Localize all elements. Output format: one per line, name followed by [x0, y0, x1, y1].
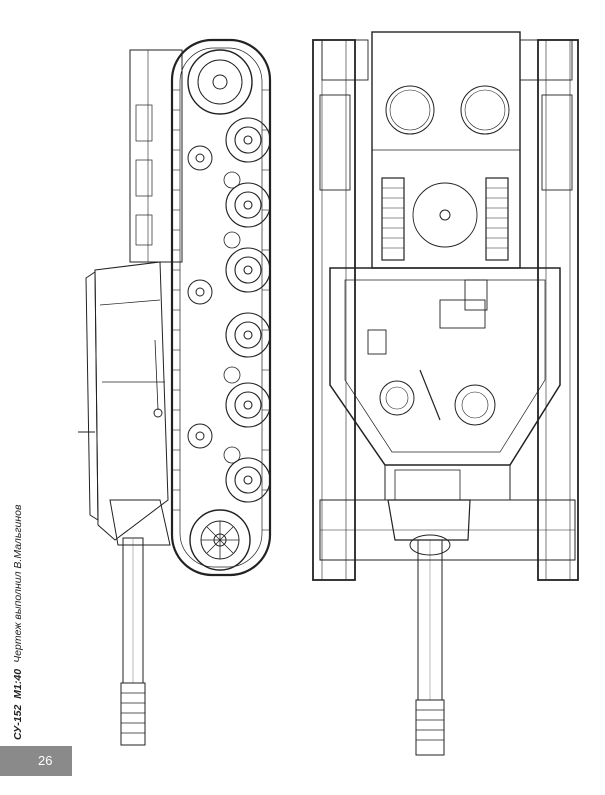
top-loader-hatch — [454, 384, 496, 426]
side-drive-sprocket — [187, 49, 253, 115]
side-view-drawing — [78, 38, 272, 746]
side-road-wheels — [225, 117, 271, 503]
top-casemate-roof — [329, 267, 561, 466]
side-muzzle-brake — [120, 682, 146, 746]
top-view-drawing — [312, 31, 579, 756]
side-return-rollers — [187, 145, 213, 449]
page-number: 26 — [0, 746, 72, 776]
side-track — [170, 38, 272, 577]
figure-caption: СУ-152 М1:40 Чертеж выполнил В.Мальгинов — [12, 505, 24, 740]
side-casemate — [94, 261, 169, 541]
top-muzzle-brake — [415, 699, 445, 756]
top-commander-hatch — [379, 380, 415, 416]
caption-model: СУ-152 — [12, 704, 24, 740]
caption-credit: Чертеж выполнил В.Мальгинов — [12, 504, 24, 663]
side-idler-wheel — [189, 509, 251, 571]
caption-scale: М1:40 — [12, 668, 24, 699]
top-gun-mantlet — [387, 499, 471, 541]
top-left-track — [312, 39, 356, 581]
